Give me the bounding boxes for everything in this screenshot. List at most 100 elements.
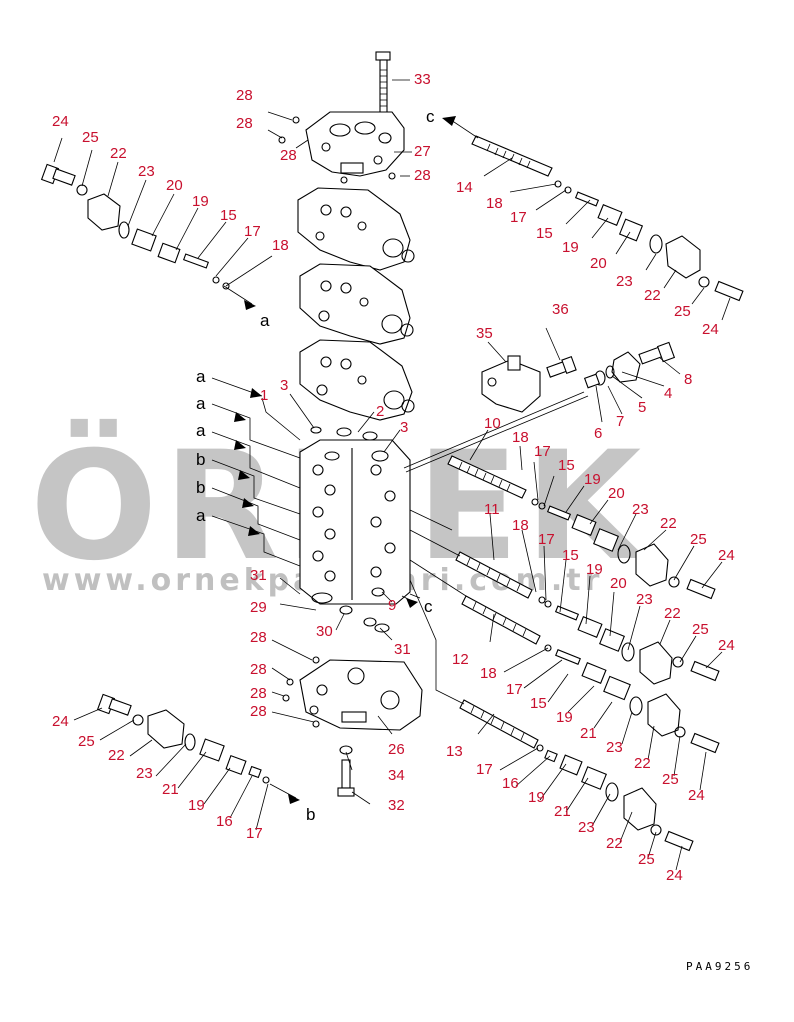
main-valve-body bbox=[299, 439, 411, 605]
spool-12 bbox=[461, 595, 541, 645]
part-label: 29 bbox=[250, 599, 267, 616]
part-label: 17 bbox=[510, 209, 527, 226]
part-label: 22 bbox=[660, 515, 677, 532]
part-label: 25 bbox=[662, 771, 679, 788]
part-label: 14 bbox=[456, 179, 473, 196]
part-label: 18 bbox=[512, 429, 529, 446]
ref-letter-c-mid: c bbox=[424, 597, 433, 616]
part-label: 19 bbox=[188, 797, 205, 814]
ref-letter-a-4: a bbox=[196, 506, 206, 525]
ref-letter-b-1: b bbox=[196, 450, 205, 469]
part-label: 19 bbox=[562, 239, 579, 256]
part-label: 12 bbox=[452, 651, 469, 668]
part-label: 19 bbox=[584, 471, 601, 488]
part-label: 21 bbox=[554, 803, 571, 820]
part-label: 23 bbox=[632, 501, 649, 518]
part-label: 18 bbox=[486, 195, 503, 212]
part-label: 33 bbox=[414, 71, 431, 88]
bolt-36 bbox=[546, 356, 577, 378]
part-label: 18 bbox=[512, 517, 529, 534]
spool-end-assembly-row-10 bbox=[531, 498, 716, 600]
part-label: 19 bbox=[528, 789, 545, 806]
part-label: 22 bbox=[644, 287, 661, 304]
part-label: 15 bbox=[536, 225, 553, 242]
part-label: 32 bbox=[388, 797, 405, 814]
part-label: 15 bbox=[530, 695, 547, 712]
part-label: 25 bbox=[674, 303, 691, 320]
spool-end-assembly-top-left bbox=[40, 163, 230, 290]
o-rings bbox=[278, 116, 396, 728]
part-label: 17 bbox=[476, 761, 493, 778]
part-label: 23 bbox=[136, 765, 153, 782]
part-label: 26 bbox=[388, 741, 405, 758]
part-label: 15 bbox=[558, 457, 575, 474]
part-label: 24 bbox=[688, 787, 705, 804]
part-label: 15 bbox=[562, 547, 579, 564]
plug-8 bbox=[638, 341, 676, 365]
part-label: 24 bbox=[52, 713, 69, 730]
ref-letter-a-1: a bbox=[196, 367, 206, 386]
part-label: 18 bbox=[480, 665, 497, 682]
part-label: 1 bbox=[260, 387, 268, 404]
part-label: 23 bbox=[578, 819, 595, 836]
part-label: 34 bbox=[388, 767, 405, 784]
part-label: 28 bbox=[414, 167, 431, 184]
part-label: 28 bbox=[250, 685, 267, 702]
part-label: 35 bbox=[476, 325, 493, 342]
part-label: 21 bbox=[580, 725, 597, 742]
part-label: 7 bbox=[616, 413, 624, 430]
part-label: 17 bbox=[506, 681, 523, 698]
spool-11 bbox=[455, 551, 533, 599]
part-label: 28 bbox=[236, 115, 253, 132]
part-label: 21 bbox=[162, 781, 179, 798]
part-label: 28 bbox=[250, 703, 267, 720]
flange-4-5 bbox=[583, 351, 641, 389]
valve-section-1 bbox=[297, 187, 415, 271]
part-label: 11 bbox=[484, 501, 500, 518]
part-label: 25 bbox=[82, 129, 99, 146]
part-label: 22 bbox=[606, 835, 623, 852]
part-label: 2 bbox=[376, 403, 384, 420]
part-label: 24 bbox=[718, 547, 735, 564]
reference-lines bbox=[211, 117, 589, 799]
part-label: 19 bbox=[586, 561, 603, 578]
ref-letter-c-top: c bbox=[426, 107, 435, 126]
part-label: 17 bbox=[244, 223, 261, 240]
part-label: 8 bbox=[684, 371, 692, 388]
part-label: 24 bbox=[702, 321, 719, 338]
part-label: 25 bbox=[78, 733, 95, 750]
part-label: 3 bbox=[400, 419, 408, 436]
spool-end-assembly-bottom-left bbox=[96, 693, 270, 784]
part-label: 20 bbox=[166, 177, 183, 194]
part-label: 20 bbox=[608, 485, 625, 502]
leader-lines bbox=[53, 79, 731, 871]
part-label: 25 bbox=[692, 621, 709, 638]
part-label: 31 bbox=[394, 641, 411, 658]
spool-end-assembly-row-13 bbox=[536, 744, 694, 852]
part-label: 16 bbox=[502, 775, 519, 792]
part-label: 36 bbox=[552, 301, 569, 318]
part-label: 17 bbox=[534, 443, 551, 460]
part-label: 19 bbox=[556, 709, 573, 726]
part-label: 22 bbox=[110, 145, 127, 162]
ref-letter-b-bottom: b bbox=[306, 805, 315, 824]
part-label: 25 bbox=[638, 851, 655, 868]
part-label: 24 bbox=[52, 113, 69, 130]
spool-end-assembly-row-11 bbox=[538, 596, 720, 685]
part-label: 27 bbox=[414, 143, 431, 160]
part-label: 31 bbox=[250, 567, 267, 584]
part-label: 28 bbox=[250, 661, 267, 678]
part-label: 6 bbox=[594, 425, 602, 442]
part-label: 28 bbox=[280, 147, 297, 164]
part-label: 23 bbox=[616, 273, 633, 290]
part-label: 9 bbox=[388, 597, 396, 614]
spool-13 bbox=[459, 699, 539, 749]
part-label: 28 bbox=[250, 629, 267, 646]
part-label: 19 bbox=[192, 193, 209, 210]
part-label: 25 bbox=[690, 531, 707, 548]
relief-valve-35 bbox=[481, 355, 541, 413]
part-label: 3 bbox=[280, 377, 288, 394]
part-label: 13 bbox=[446, 743, 463, 760]
part-label: 23 bbox=[606, 739, 623, 756]
